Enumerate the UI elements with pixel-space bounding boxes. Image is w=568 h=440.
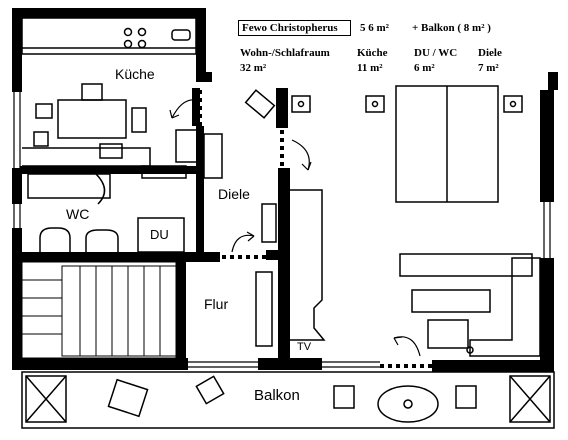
room-area-duwc: 6 m² [414, 62, 435, 74]
door-arrows [169, 99, 421, 357]
label-balkon: Balkon [254, 387, 300, 404]
title-frame [238, 20, 351, 36]
hall-furniture [244, 89, 326, 347]
label-tv: TV [297, 341, 312, 353]
total-area: 5 6 m² [360, 22, 389, 34]
room-name-wohn: Wohn-/Schlafraum [240, 47, 330, 59]
room-area-diele: 7 m² [478, 62, 499, 74]
room-name-kueche: Küche [357, 47, 388, 59]
info-box [212, 18, 548, 82]
balkon-area: + Balkon ( 8 m² ) [412, 22, 491, 34]
label-diele: Diele [218, 186, 250, 202]
kitchen-furniture [21, 17, 223, 179]
doors [198, 90, 432, 368]
room-area-wohn: 32 m² [240, 62, 267, 74]
balcony-furniture [21, 371, 555, 429]
stairs [21, 261, 177, 359]
bathroom-fixtures [27, 173, 185, 253]
room-name-duwc: DU / WC [414, 47, 458, 59]
label-du: DU [150, 227, 169, 242]
room-area-kueche: 11 m² [357, 62, 383, 74]
living-furniture [291, 85, 541, 357]
room-name-diele: Diele [478, 47, 502, 59]
label-flur: Flur [204, 296, 229, 312]
label-wc: WC [66, 206, 90, 222]
apartment-title: Fewo Christopherus [242, 22, 338, 34]
label-kueche: Küche [115, 66, 155, 82]
windows [13, 92, 551, 368]
